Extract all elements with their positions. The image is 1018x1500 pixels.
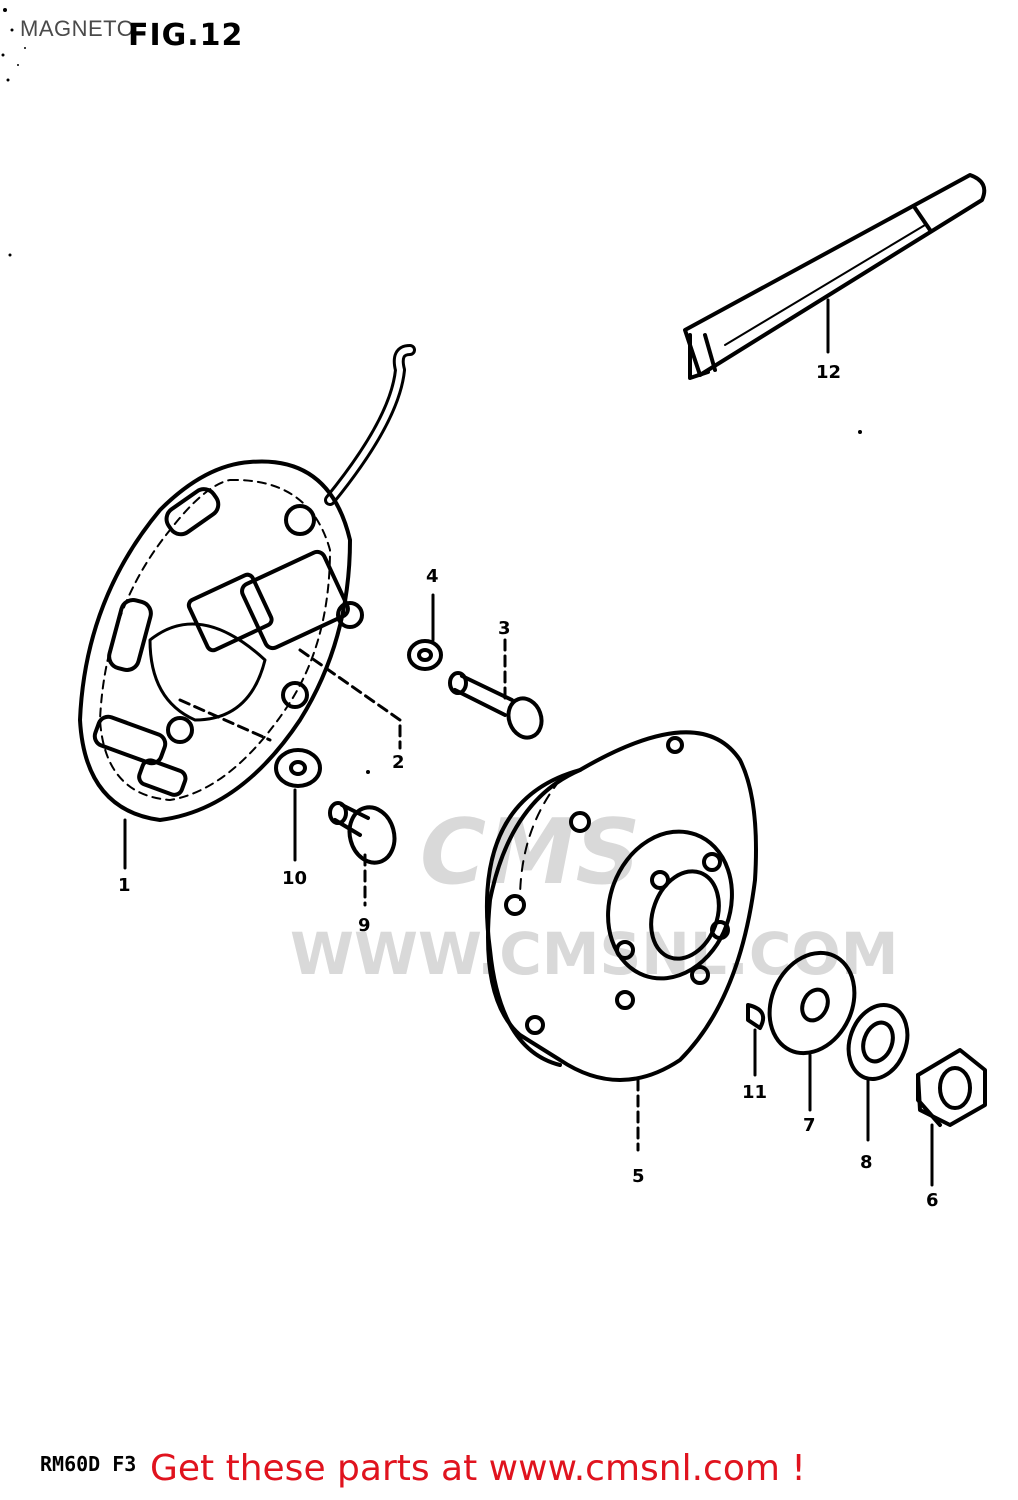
callout-6: 6 xyxy=(926,1190,939,1211)
figure-title: FIG.12 xyxy=(128,18,244,53)
part-9-screw xyxy=(328,801,397,865)
callout-10: 10 xyxy=(282,868,308,889)
callout-2: 2 xyxy=(392,752,405,773)
part-6-nut xyxy=(916,1048,987,1127)
part-8-washer xyxy=(846,1003,910,1081)
part-11-key xyxy=(746,1003,765,1030)
leader-2 xyxy=(298,648,402,750)
callout-8: 8 xyxy=(860,1152,873,1173)
callout-5: 5 xyxy=(632,1166,645,1187)
watermark-url: WWW.CMSNL.COM xyxy=(290,920,899,988)
leader-2b xyxy=(178,698,272,742)
part-5-flywheel xyxy=(485,730,758,1082)
callout-4: 4 xyxy=(426,566,439,587)
scan-speckle xyxy=(1,8,862,774)
section-title: MAGNETO xyxy=(20,16,135,41)
watermark-logo: CMS xyxy=(420,800,641,905)
part-4-washer xyxy=(407,639,443,671)
callout-11: 11 xyxy=(742,1082,768,1103)
part-10-washer xyxy=(274,748,322,788)
model-code: RM60D F3 xyxy=(40,1452,137,1476)
callout-3: 3 xyxy=(498,618,511,639)
part-3-screw xyxy=(448,671,544,740)
part-7-washer xyxy=(767,950,857,1056)
part-12-strip xyxy=(683,173,987,380)
promo-link[interactable]: Get these parts at www.cmsnl.com ! xyxy=(150,1448,806,1489)
callout-1: 1 xyxy=(118,875,131,896)
callout-12: 12 xyxy=(816,362,842,383)
callout-9: 9 xyxy=(358,915,371,936)
callout-7: 7 xyxy=(803,1115,816,1136)
part-1-stator-plate xyxy=(78,344,416,822)
